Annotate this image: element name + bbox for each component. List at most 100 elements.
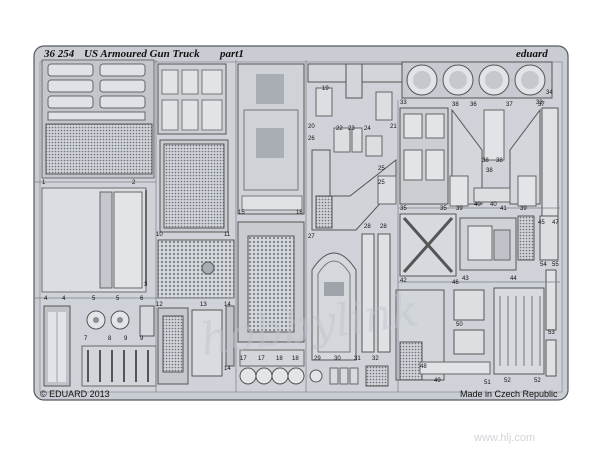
part-52-louvre: [493, 287, 545, 375]
part-number-label: 55: [552, 262, 559, 268]
part-number-label: 49: [434, 378, 441, 384]
part-number-label: 46: [452, 280, 459, 286]
part-2: [41, 187, 147, 293]
part-number-label: 9: [124, 336, 128, 342]
part-number-label: 52: [504, 378, 511, 384]
part-number-label: 50: [456, 322, 463, 328]
part-number-label: 2: [132, 180, 136, 186]
part-number-label: 39: [520, 206, 527, 212]
part-number-label: 36: [470, 102, 477, 108]
part-number-label: 37: [506, 102, 513, 108]
part-28: [361, 233, 391, 353]
part-number-label: 22: [336, 126, 343, 132]
parts-19-24: [307, 63, 403, 157]
parts-29-32: [309, 365, 389, 387]
part-number-label: 41: [500, 206, 507, 212]
part-number-label: 6: [140, 296, 144, 302]
part-number-label: 13: [200, 302, 207, 308]
part-1: [41, 59, 155, 179]
part-number-label: 28: [364, 224, 371, 230]
part-number-label: 52: [534, 378, 541, 384]
origin-label: Made in Czech Republic: [460, 389, 558, 399]
part-number-label: 39: [456, 206, 463, 212]
sheet-title: US Armoured Gun Truck: [84, 48, 200, 60]
part-number-label: 32: [372, 356, 379, 362]
part-number-label: 38: [496, 158, 503, 164]
part-number-label: 51: [484, 380, 491, 386]
part-number-label: 47: [552, 220, 559, 226]
part-number-label: 26: [308, 136, 315, 142]
part-number-label: 16: [296, 210, 303, 216]
part-number-label: 5: [116, 296, 120, 302]
part-number-label: 11: [224, 232, 231, 238]
brand-logo: eduard: [516, 48, 548, 60]
part-number-label: 40: [490, 202, 497, 208]
part-number-label: 4: [44, 296, 48, 302]
part-42-cross: [399, 213, 457, 277]
part-27-hood: [311, 252, 357, 361]
part-number-label: 20: [308, 124, 315, 130]
part-number-label: 23: [348, 126, 355, 132]
part-number-label: 38: [482, 158, 489, 164]
part-number-label: 34: [546, 90, 553, 96]
parts-10-11: [157, 63, 229, 233]
parts-25-27: [311, 149, 397, 231]
part-number-label: 9: [140, 336, 144, 342]
part-number-label: 17: [240, 356, 247, 362]
part-number-label: 28: [380, 224, 387, 230]
part-number-label: 45: [538, 220, 545, 226]
part-number-label: 21: [390, 124, 397, 130]
parts-12-14: [157, 305, 235, 385]
sheet-code: 36 254: [44, 48, 75, 60]
copyright: © EDUARD 2013: [40, 389, 110, 399]
parts-46-51: [395, 289, 491, 381]
part-number-label: 24: [364, 126, 371, 132]
part-number-label: 35: [400, 206, 407, 212]
part-number-label: 33: [400, 100, 407, 106]
part-number-label: 44: [510, 276, 517, 282]
part-number-label: 29: [314, 356, 321, 362]
part-number-label: 14: [224, 302, 231, 308]
watermark-url: www.hlj.com: [474, 432, 536, 444]
sheet-part: part1: [220, 48, 244, 60]
parts-17-18: [239, 349, 305, 385]
part-number-label: 33: [536, 100, 543, 106]
part-number-label: 5: [92, 296, 96, 302]
part-15: [237, 63, 305, 215]
part-43: [459, 217, 517, 271]
part-number-label: 40: [474, 202, 481, 208]
part-number-label: 17: [258, 356, 265, 362]
part-number-label: 48: [420, 364, 427, 370]
parts-44-47: [517, 215, 559, 261]
part-number-label: 1: [42, 180, 46, 186]
part-16: [237, 221, 305, 343]
part-number-label: 14: [224, 366, 231, 372]
part-number-label: 30: [334, 356, 341, 362]
part-number-label: 4: [62, 296, 66, 302]
part-number-label: 35: [440, 206, 447, 212]
part-number-label: 54: [540, 262, 547, 268]
part-number-label: 38: [452, 102, 459, 108]
part-number-label: 10: [156, 232, 163, 238]
parts-53-55: [545, 269, 557, 377]
part-number-label: 25: [378, 180, 385, 186]
part-number-label: 8: [108, 336, 112, 342]
part-number-label: 27: [308, 234, 315, 240]
part-number-label: 31: [354, 356, 361, 362]
part-number-label: 53: [548, 330, 555, 336]
part-number-label: 37: [538, 102, 545, 108]
part-33-35: [399, 107, 449, 205]
part-number-label: 43: [462, 276, 469, 282]
part-number-label: 18: [276, 356, 283, 362]
part-number-label: 18: [292, 356, 299, 362]
part-number-label: 42: [400, 278, 407, 284]
part-number-label: 15: [238, 210, 245, 216]
part-number-label: 7: [84, 336, 88, 342]
parts-36-41: [449, 107, 559, 219]
part-number-label: 12: [156, 302, 163, 308]
part-number-label: 25: [378, 166, 385, 172]
parts-4-9: [43, 305, 157, 387]
part-number-label: 38: [486, 168, 493, 174]
